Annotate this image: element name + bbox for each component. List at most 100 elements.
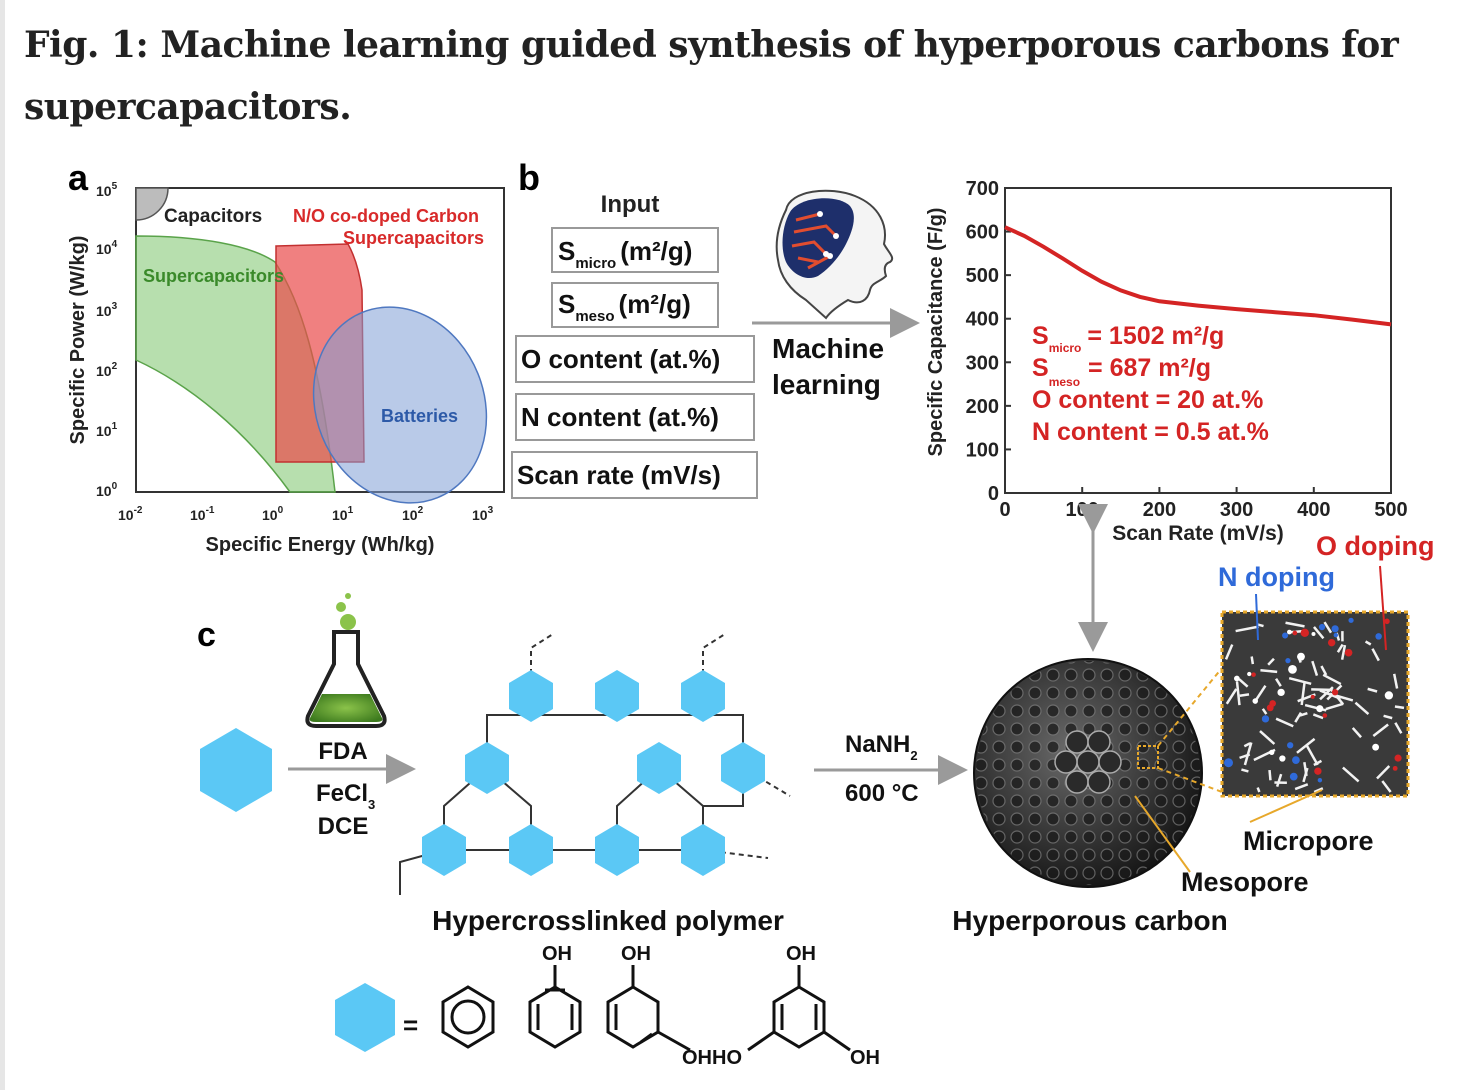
micropore-zoom-inset [1220, 610, 1410, 798]
o-dopant-dot [1384, 618, 1390, 625]
micropore-streak [1257, 623, 1264, 628]
micropore-streak [1392, 673, 1399, 689]
polymer-hex [465, 742, 509, 794]
micropore-streak [1313, 787, 1324, 794]
micropore-streak [1311, 660, 1319, 676]
annot-ncontent: N content = 0.5 at.% [1032, 418, 1269, 446]
chart-frame [1004, 187, 1392, 494]
n-dopant-dot [1289, 772, 1298, 781]
carbon-label: Hyperporous carbon [952, 905, 1227, 936]
n-dopant-dot [1292, 756, 1300, 764]
micropore-streak [1274, 677, 1282, 687]
carbon-dot [1384, 691, 1394, 700]
micropore-streak [1342, 766, 1360, 783]
reagent-fda: FDA [318, 738, 367, 765]
input-ncontent: N content (at.%) [521, 402, 719, 432]
micropore-streak [1275, 773, 1283, 787]
chart-ytick-label: 400 [966, 309, 999, 331]
carbon-dot [1288, 665, 1297, 674]
micropore-streak [1224, 644, 1234, 660]
micropore-streak [1394, 722, 1403, 734]
batteries-region [312, 306, 488, 504]
polymer-hex [721, 742, 765, 794]
ytick-1e3: 103 [96, 301, 118, 319]
carbon-dot [1297, 652, 1305, 661]
carbon-dot [1311, 632, 1316, 637]
ytick-1e5: 105 [96, 181, 118, 199]
micropore-streak [1300, 682, 1306, 706]
carbon-dot [1247, 671, 1252, 677]
micropore-streak [1268, 769, 1272, 781]
input-smicro: Smicro(m²/g) [558, 236, 692, 272]
input-box-scanrate [511, 451, 758, 499]
chart-ytick-label: 600 [966, 222, 999, 244]
carbon-dot [1234, 675, 1240, 682]
n-dopant-dot [1287, 742, 1294, 749]
carbon-dot [1269, 749, 1275, 756]
panel-a-xlabel: Specific Energy (Wh/kg) [206, 534, 435, 556]
chart-xtick-label: 200 [1143, 499, 1176, 521]
micropore-streak [1302, 767, 1309, 783]
n-dopant-dot [1331, 625, 1339, 633]
micropore-streak [1364, 640, 1372, 646]
ml-label-line2: learning [772, 369, 881, 400]
mesopore-label: Mesopore [1181, 867, 1309, 897]
micropore-streak [1260, 669, 1278, 674]
n-dopant-dot [1282, 632, 1289, 639]
micropore-streak [1288, 676, 1312, 686]
monomer-hexagon [200, 728, 272, 812]
carbon-dot [1286, 629, 1292, 635]
oh-label-phloro-2: OH [850, 1047, 880, 1069]
micropore-label: Micropore [1243, 826, 1374, 856]
chart-annotation: Smicro= 1502 m²/g Smeso= 687 m²/g O cont… [1032, 322, 1269, 446]
micropore-streak [1299, 711, 1308, 717]
micropore-streak [1250, 656, 1255, 665]
reagent-dce: DCE [318, 813, 369, 840]
annot-ocontent: O content = 20 at.% [1032, 386, 1263, 414]
xtick-1e0: 100 [262, 505, 284, 523]
n-doping-pointer [1255, 593, 1259, 641]
carbon-dot [1277, 688, 1285, 697]
chart-ytick-label: 300 [966, 352, 999, 374]
chart-xtick-label: 0 [999, 499, 1010, 521]
micropore-streak [1296, 737, 1316, 754]
phenol-inner [536, 988, 574, 1030]
chart-xtick-label: 100 [1066, 499, 1099, 521]
figure-title-line2: supercapacitors. [24, 86, 352, 128]
micropore-streak [1294, 712, 1303, 723]
xtick-1e3: 103 [472, 505, 494, 523]
micropore-streak [1372, 723, 1389, 737]
n-dopant-dot [1317, 777, 1323, 783]
label-nocarbon-line2: Supercapacitors [343, 228, 484, 248]
carbon-dot [1279, 755, 1286, 762]
condition-nanh2: NaNH2 [845, 731, 918, 763]
label-batteries: Batteries [381, 406, 458, 426]
micropore-streak [1285, 621, 1305, 628]
o-dopant-dot [1344, 648, 1353, 657]
o-dopant-dot [1331, 689, 1339, 696]
hyperporous-carbon-sphere [973, 658, 1203, 888]
micropore-streak [1235, 625, 1259, 633]
polymer-hex [637, 742, 681, 794]
chart-ytick-label: 700 [966, 178, 999, 200]
ytick-1e4: 104 [96, 239, 118, 257]
panel-a: a Capacitors N/O co-doped Carbon Superca… [67, 157, 505, 556]
input-smeso: Smeso(m²/g) [558, 289, 691, 325]
n-dopant-dot [1348, 617, 1354, 623]
micropore-streak [1322, 673, 1342, 686]
carbon-dot [1372, 743, 1380, 751]
resorcinol-ring [606, 985, 660, 1049]
capacitors-region [135, 187, 169, 221]
phloroglucinol-inner [780, 1004, 818, 1030]
micropore-streak [1340, 644, 1347, 660]
o-dopant-dot [1269, 700, 1277, 707]
panel-a-ylabel: Specific Power (W/kg) [67, 236, 89, 445]
chart-ytick-label: 0 [988, 483, 999, 505]
annot-smeso: Smeso= 687 m²/g [1032, 354, 1211, 389]
micropore-streak [1381, 780, 1392, 793]
micropore-streak [1320, 665, 1328, 676]
phloroglucinol-ring [772, 985, 826, 1049]
